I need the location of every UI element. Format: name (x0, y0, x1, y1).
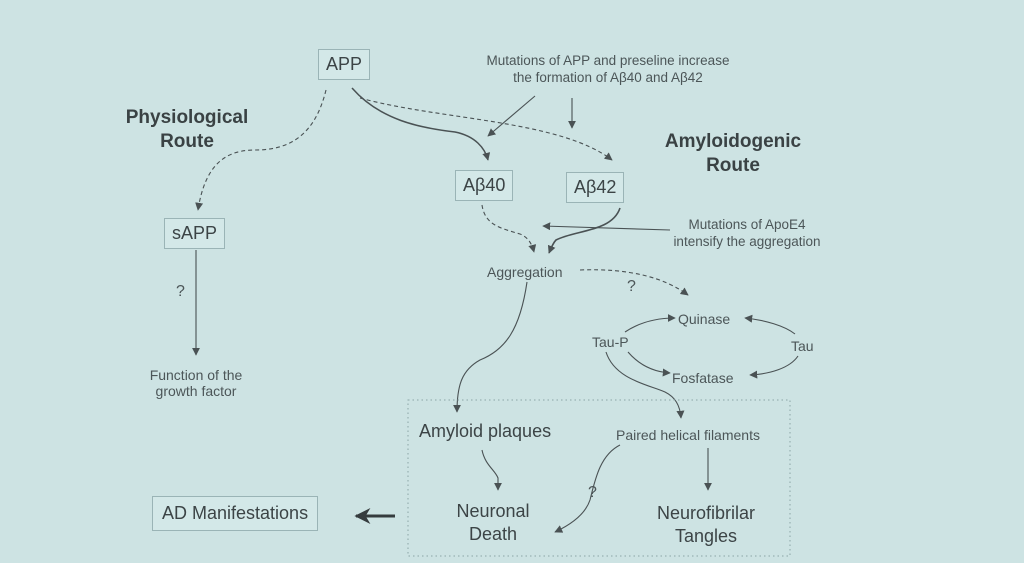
link-ab40-to-aggregation (481, 204, 537, 253)
question-mark-death: ? (588, 484, 597, 501)
link-tau-to-quinase (744, 314, 796, 335)
link-app-to-ab42 (359, 97, 613, 161)
apoe-note: Mutations of ApoE4 intensify the aggrega… (652, 216, 842, 250)
outcome-frame (407, 399, 791, 557)
link-app-to-ab40 (351, 87, 491, 161)
node-ad-manifestations: AD Manifestations (152, 496, 319, 531)
link-plaques-to-death (481, 449, 502, 491)
mutation-note: Mutations of APP and preseline increase … (448, 52, 768, 86)
apoe-note-line2: intensify the aggregation (673, 234, 821, 249)
link-ab42-to-aggregation (547, 207, 621, 254)
node-app: APP (318, 49, 371, 80)
amyloidogenic-route-title: Amyloidogenic Route (664, 131, 802, 176)
link-filaments-to-death (554, 444, 621, 533)
apoe-note-line1: Mutations of ApoE4 (688, 217, 806, 232)
node-aggregation: Aggregation (487, 264, 563, 280)
link-taup-to-filaments (605, 351, 685, 419)
link-taup-to-fosfatase (627, 351, 671, 377)
node-quinase: Quinase (678, 311, 731, 327)
physiological-route-title: Physiological Route (125, 107, 249, 152)
link-aggregation-to-tau (579, 269, 689, 296)
node-amyloid-plaques: Amyloid plaques (419, 421, 552, 441)
node-sapp: sAPP (164, 218, 226, 249)
node-neurofibrilar-tangles: Neurofibrilar Tangles (656, 503, 756, 546)
question-mark-aggregation: ? (627, 278, 636, 295)
node-neuronal-death: Neuronal Death (456, 501, 530, 544)
node-paired-helical-filaments: Paired helical filaments (616, 427, 760, 443)
node-growth-factor: Function of the growth factor (149, 367, 243, 399)
link-taup-to-quinase (624, 314, 676, 333)
node-tau: Tau (791, 338, 814, 354)
node-fosfatase: Fosfatase (672, 370, 734, 386)
mutation-note-line1: Mutations of APP and preseline increase (486, 53, 730, 68)
node-tau-p: Tau-P (592, 334, 629, 350)
link-aggregation-to-plaques (453, 281, 528, 413)
node-abeta42: Aβ42 (566, 172, 625, 203)
link-app-to-sapp (195, 89, 327, 211)
question-mark-sapp: ? (176, 283, 185, 300)
link-mutation-to-ab40 (487, 95, 536, 137)
link-tau-to-fosfatase (749, 355, 799, 379)
node-abeta40: Aβ40 (455, 170, 514, 201)
mutation-note-line2: the formation of Aβ40 and Aβ42 (513, 70, 703, 85)
link-apoe-to-aggregation (542, 222, 671, 231)
